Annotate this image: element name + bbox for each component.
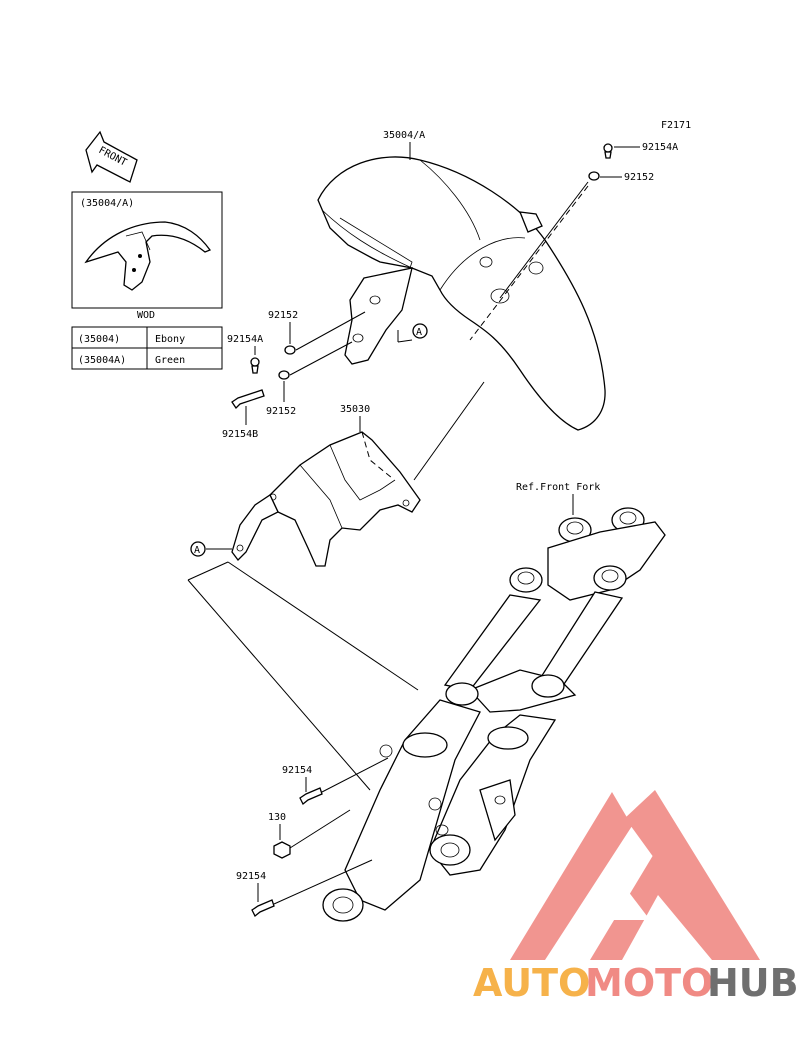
bolt-92154A bbox=[250, 357, 260, 374]
callout-a-lower bbox=[190, 541, 206, 557]
front-direction-arrow: FRONT bbox=[85, 130, 138, 183]
bolt-92154A-top bbox=[603, 143, 613, 159]
color-table: (35004) Ebony (35004A) Green bbox=[71, 326, 223, 370]
callout-a-lower-label: A bbox=[194, 545, 200, 556]
color-code-2: (35004A) bbox=[78, 355, 126, 366]
label-front-fork: Ref.Front Fork bbox=[516, 482, 600, 493]
inset-title: (35004/A) bbox=[80, 198, 134, 209]
label-bracket: 35030 bbox=[340, 404, 370, 415]
callout-a-upper-label: A bbox=[416, 327, 422, 338]
inset-caption: WOD bbox=[137, 310, 155, 321]
color-name-2: Green bbox=[155, 355, 185, 366]
nut-130 bbox=[273, 841, 291, 859]
logo-mark-icon bbox=[510, 790, 760, 960]
label-washer-92152-top: 92152 bbox=[624, 172, 654, 183]
automotohub-logo: AUTO MOTO HUB bbox=[473, 790, 799, 1005]
label-bolt-92154-1: 92154 bbox=[282, 765, 312, 776]
washer-92152-b bbox=[278, 370, 290, 380]
washer-92152-a bbox=[284, 345, 296, 355]
label-nut-130: 130 bbox=[268, 812, 286, 823]
bracket-35030 bbox=[231, 431, 421, 567]
label-bolt-92154A: 92154A bbox=[227, 334, 263, 345]
front-fork bbox=[322, 507, 666, 922]
color-name-1: Ebony bbox=[155, 334, 185, 345]
bolt-92154-2 bbox=[251, 899, 275, 918]
front-fender bbox=[317, 156, 606, 431]
label-fender: 35004/A bbox=[383, 130, 425, 141]
label-bolt-92154A-top: 92154A bbox=[642, 142, 678, 153]
color-code-1: (35004) bbox=[78, 334, 120, 345]
logo-text-hub: HUB bbox=[707, 961, 799, 1005]
bolt-92154B bbox=[231, 389, 265, 410]
logo-text-auto: AUTO bbox=[473, 961, 590, 1005]
figure-code: F2171 bbox=[661, 120, 691, 131]
label-washer-92152-b: 92152 bbox=[266, 406, 296, 417]
washer-92152-top bbox=[588, 171, 600, 181]
label-washer-92152-a: 92152 bbox=[268, 310, 298, 321]
label-bolt-92154B: 92154B bbox=[222, 429, 258, 440]
inset-fender-icon bbox=[84, 221, 212, 291]
callout-a-upper bbox=[412, 323, 428, 339]
bolt-92154-1 bbox=[299, 787, 323, 806]
label-bolt-92154-2: 92154 bbox=[236, 871, 266, 882]
inset-box: (35004/A) WOD bbox=[71, 191, 223, 321]
logo-text-moto: MOTO bbox=[585, 961, 713, 1005]
